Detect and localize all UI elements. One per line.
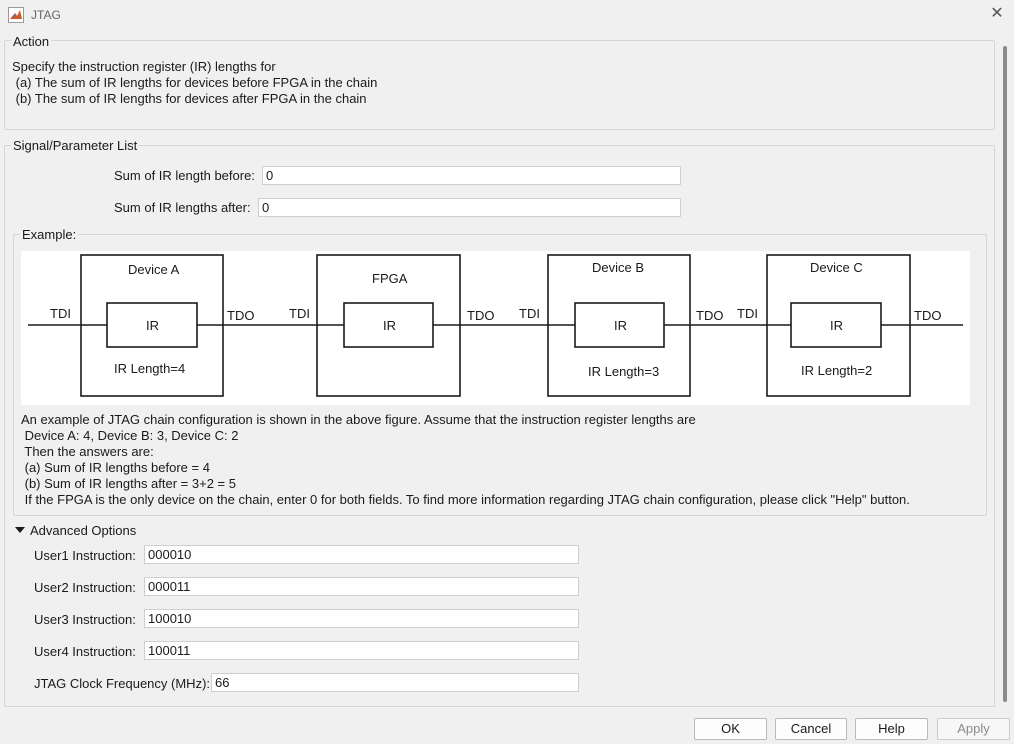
tdi-label: TDI [737, 306, 758, 321]
device-c-length: IR Length=2 [801, 363, 873, 378]
action-line-2: (a) The sum of IR lengths for devices be… [12, 75, 378, 90]
device-c-box [766, 254, 911, 397]
tdo-label: TDO [696, 308, 724, 323]
jtag-clock-label: JTAG Clock Frequency (MHz): [34, 676, 211, 691]
scrollbar-thumb[interactable] [1003, 46, 1007, 702]
chevron-down-icon [15, 527, 25, 533]
advanced-options-toggle[interactable]: Advanced Options [15, 523, 136, 543]
fpga-name: FPGA [372, 271, 408, 286]
example-line-4: (a) Sum of IR lengths before = 4 [21, 460, 210, 475]
tdi-label: TDI [50, 306, 71, 321]
fpga-ir-box [343, 302, 434, 348]
tdo-label: TDO [467, 308, 495, 323]
device-a-name: Device A [128, 262, 180, 277]
signal-parameter-legend: Signal/Parameter List [11, 138, 140, 153]
device-b-length: IR Length=3 [588, 364, 660, 379]
title-bar [0, 0, 1014, 30]
sum-after-label: Sum of IR lengths after: [114, 200, 251, 215]
jtag-chain-diagram: Device A FPGA Device B Device C IR IR IR… [21, 251, 970, 405]
tdi-label: TDI [519, 306, 540, 321]
apply-button[interactable]: Apply [937, 718, 1010, 740]
cancel-button[interactable]: Cancel [775, 718, 847, 740]
fpga-box [316, 254, 461, 397]
window-title: JTAG [31, 8, 61, 22]
user2-input[interactable] [144, 577, 579, 596]
action-line-1: Specify the instruction register (IR) le… [12, 59, 276, 74]
user1-input[interactable] [144, 545, 579, 564]
user1-label: User1 Instruction: [34, 548, 136, 563]
device-a-length: IR Length=4 [114, 361, 186, 376]
device-b-name: Device B [592, 260, 645, 275]
user2-label: User2 Instruction: [34, 580, 136, 595]
device-b-ir-box [574, 302, 665, 348]
example-line-2: Device A: 4, Device B: 3, Device C: 2 [21, 428, 239, 443]
device-c-name: Device C [810, 260, 863, 275]
example-legend: Example: [20, 227, 79, 242]
example-line-5: (b) Sum of IR lengths after = 3+2 = 5 [21, 476, 236, 491]
tdo-label: TDO [227, 308, 255, 323]
jtag-clock-input[interactable] [211, 673, 579, 692]
device-a-ir-box [106, 302, 198, 348]
close-icon[interactable]: ✕ [990, 5, 1004, 22]
tdi-label: TDI [289, 306, 310, 321]
sum-after-input[interactable] [258, 198, 681, 217]
tdo-label: TDO [914, 308, 942, 323]
sum-before-input[interactable] [262, 166, 681, 185]
device-b-box [547, 254, 691, 397]
matlab-icon [8, 7, 24, 23]
action-line-3: (b) The sum of IR lengths for devices af… [12, 91, 367, 106]
user3-input[interactable] [144, 609, 579, 628]
fpga-ir-label: IR [383, 318, 396, 333]
device-b-ir-label: IR [614, 318, 627, 333]
advanced-options-label: Advanced Options [30, 523, 137, 538]
user4-input[interactable] [144, 641, 579, 660]
device-a-ir-label: IR [146, 318, 159, 333]
user3-label: User3 Instruction: [34, 612, 136, 627]
device-c-ir-label: IR [830, 318, 843, 333]
example-group [13, 234, 987, 516]
device-a-box [80, 254, 224, 397]
sum-before-label: Sum of IR length before: [114, 168, 255, 183]
example-line-6: If the FPGA is the only device on the ch… [21, 492, 910, 507]
device-c-ir-box [790, 302, 882, 348]
example-line-1: An example of JTAG chain configuration i… [21, 412, 696, 427]
help-button[interactable]: Help [855, 718, 928, 740]
action-group [4, 40, 995, 130]
signal-parameter-group [4, 145, 995, 707]
user4-label: User4 Instruction: [34, 644, 136, 659]
ok-button[interactable]: OK [694, 718, 767, 740]
action-legend: Action [11, 34, 52, 49]
example-line-3: Then the answers are: [21, 444, 154, 459]
jtag-chain-svg [28, 254, 963, 397]
